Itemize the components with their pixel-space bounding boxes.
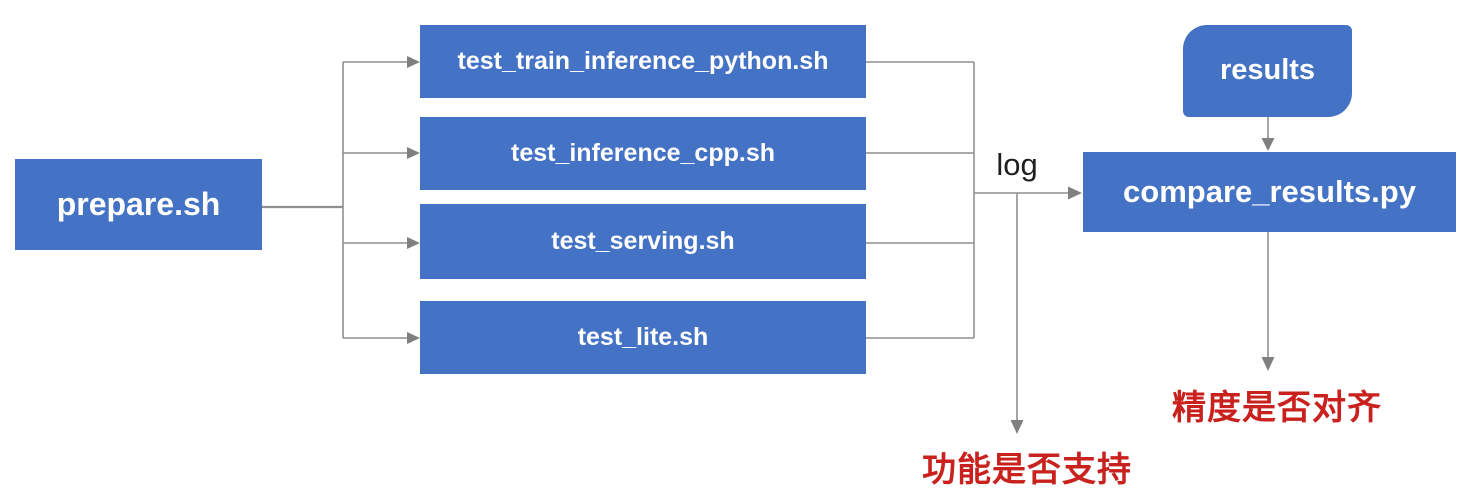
- arrowhead-compare: [1068, 186, 1082, 200]
- annotation-function-check: 功能是否支持: [922, 451, 1132, 489]
- arrowhead-test-2: [407, 147, 420, 159]
- arrowhead-results-compare: [1261, 138, 1275, 151]
- node-test-inference-cpp: test_inference_cpp.sh: [420, 117, 866, 190]
- node-test-serving: test_serving.sh: [420, 204, 866, 279]
- log-label: log: [996, 147, 1038, 182]
- arrowhead-function: [1010, 420, 1024, 434]
- node-compare-results-py: compare_results.py: [1083, 152, 1456, 232]
- arrowhead-precision: [1261, 357, 1275, 371]
- arrowhead-test-1: [407, 56, 420, 68]
- node-results: results: [1183, 25, 1352, 117]
- arrowhead-test-3: [407, 237, 420, 249]
- node-prepare-sh: prepare.sh: [15, 159, 262, 250]
- node-test-train-inference-python: test_train_inference_python.sh: [420, 25, 866, 98]
- annotation-precision-check: 精度是否对齐: [1172, 389, 1382, 427]
- node-test-lite: test_lite.sh: [420, 301, 866, 374]
- arrowhead-test-4: [407, 332, 420, 344]
